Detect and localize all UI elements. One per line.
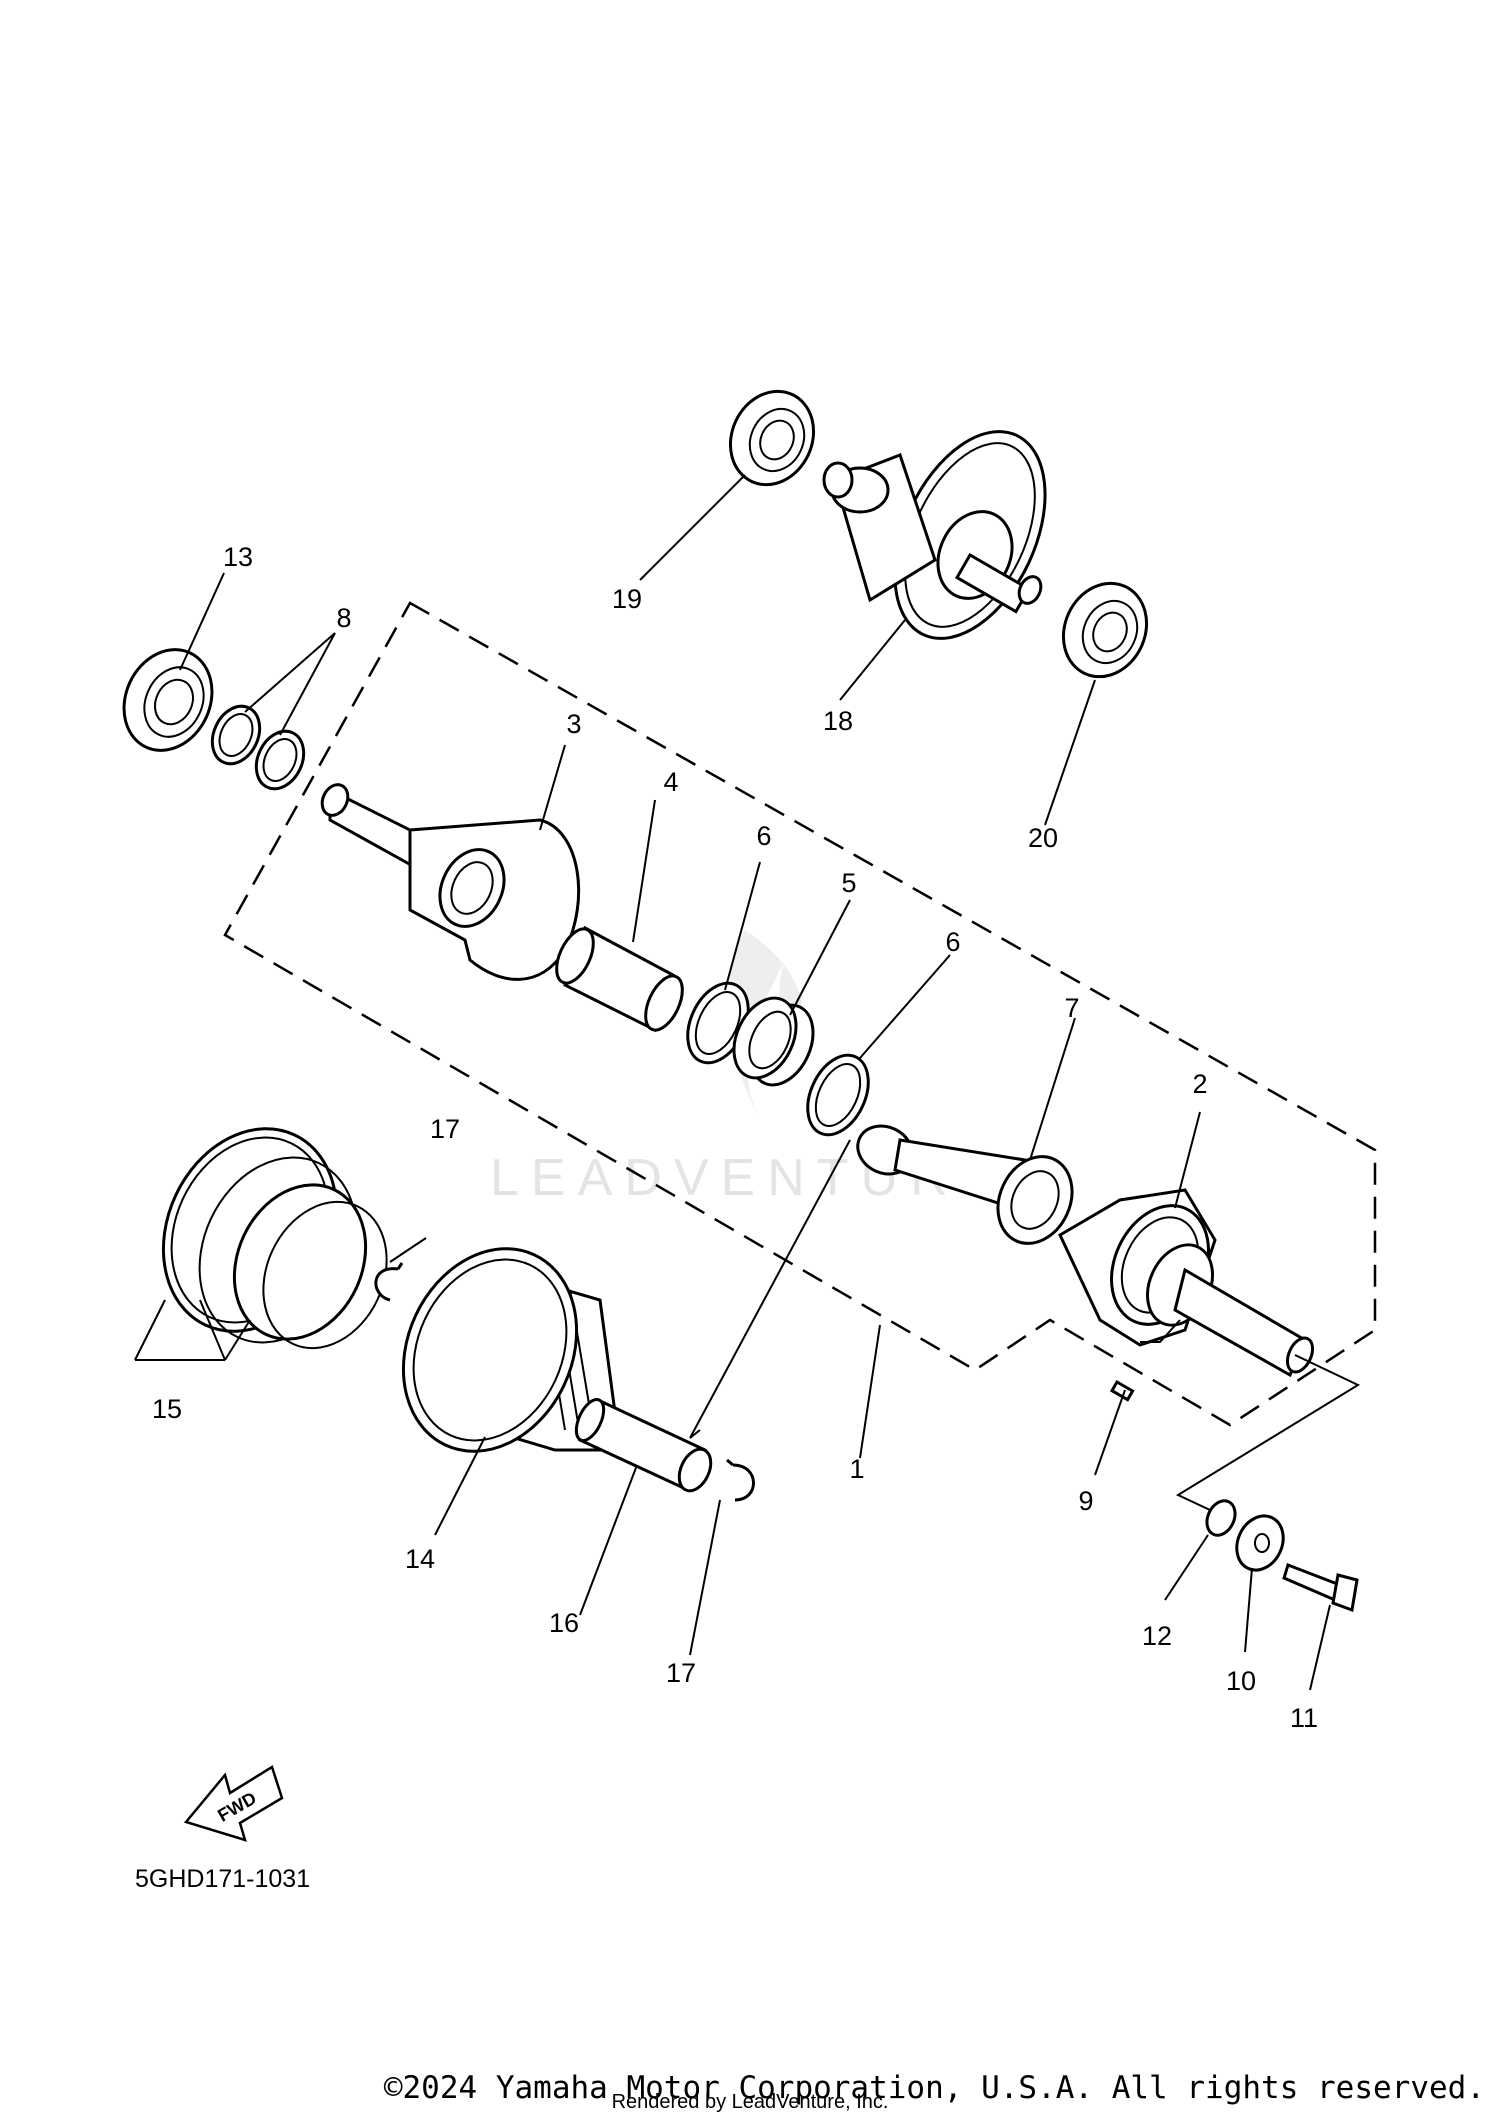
callout-1: 1	[849, 1454, 864, 1484]
callout-2: 2	[1192, 1069, 1207, 1099]
callout-17-lower: 17	[666, 1658, 696, 1688]
connecting-rod-7	[856, 1124, 1074, 1245]
crank-right-2	[1058, 1188, 1315, 1378]
callout-19: 19	[612, 584, 642, 614]
callout-5: 5	[841, 868, 856, 898]
bearing-13	[122, 648, 214, 752]
callout-20: 20	[1028, 823, 1058, 853]
callout-11: 11	[1290, 1703, 1318, 1733]
bearing-20	[1061, 581, 1149, 679]
callout-18: 18	[823, 706, 853, 736]
fwd-arrow-icon: FWD	[183, 1765, 284, 1842]
callout-14: 14	[405, 1544, 435, 1574]
leader-lines	[134, 474, 1361, 1691]
callout-15: 15	[152, 1394, 182, 1424]
bearing-19	[728, 389, 816, 487]
o-ring-12	[1205, 1499, 1237, 1537]
diagram-code: 5GHD171-1031	[135, 1865, 310, 1893]
piston-14	[401, 1247, 622, 1453]
washer-6-right	[806, 1053, 870, 1137]
callout-6-left: 6	[756, 821, 771, 851]
callout-7: 7	[1064, 993, 1079, 1023]
callout-9: 9	[1078, 1486, 1093, 1516]
crank-left-3	[320, 783, 581, 981]
copyright-notice: ©2024 Yamaha Motor Corporation, U.S.A. A…	[384, 2070, 1485, 2106]
rendered-by-notice: Rendered by LeadVenture, Inc.	[612, 2091, 889, 2113]
ring-8-pair	[210, 704, 306, 791]
callout-4: 4	[663, 767, 678, 797]
piston-pin-16	[574, 1397, 713, 1493]
callout-6-right: 6	[945, 927, 960, 957]
callout-8: 8	[336, 603, 351, 633]
callout-3: 3	[566, 709, 581, 739]
callout-17-upper: 17	[430, 1114, 460, 1144]
callout-13: 13	[223, 542, 253, 572]
callout-10: 10	[1226, 1666, 1256, 1696]
bolt-11	[1282, 1563, 1359, 1613]
clip-17-upper	[374, 1262, 404, 1302]
balancer-shaft-18	[822, 430, 1047, 640]
callout-12: 12	[1142, 1621, 1172, 1651]
callout-labels: 1 2 3 4 5 6 6 7 8 9 10 11 12 13 14 15 16…	[152, 542, 1318, 1733]
piston-ring-set-15	[161, 1127, 388, 1350]
needle-bearing-5	[732, 996, 815, 1087]
key-9	[1109, 1379, 1135, 1402]
washer-10	[1235, 1514, 1285, 1572]
callout-16: 16	[549, 1608, 579, 1638]
crankshaft-assembly-outline	[223, 601, 1377, 1427]
clip-17-lower	[726, 1458, 755, 1502]
crank-pin-4	[555, 925, 684, 1033]
